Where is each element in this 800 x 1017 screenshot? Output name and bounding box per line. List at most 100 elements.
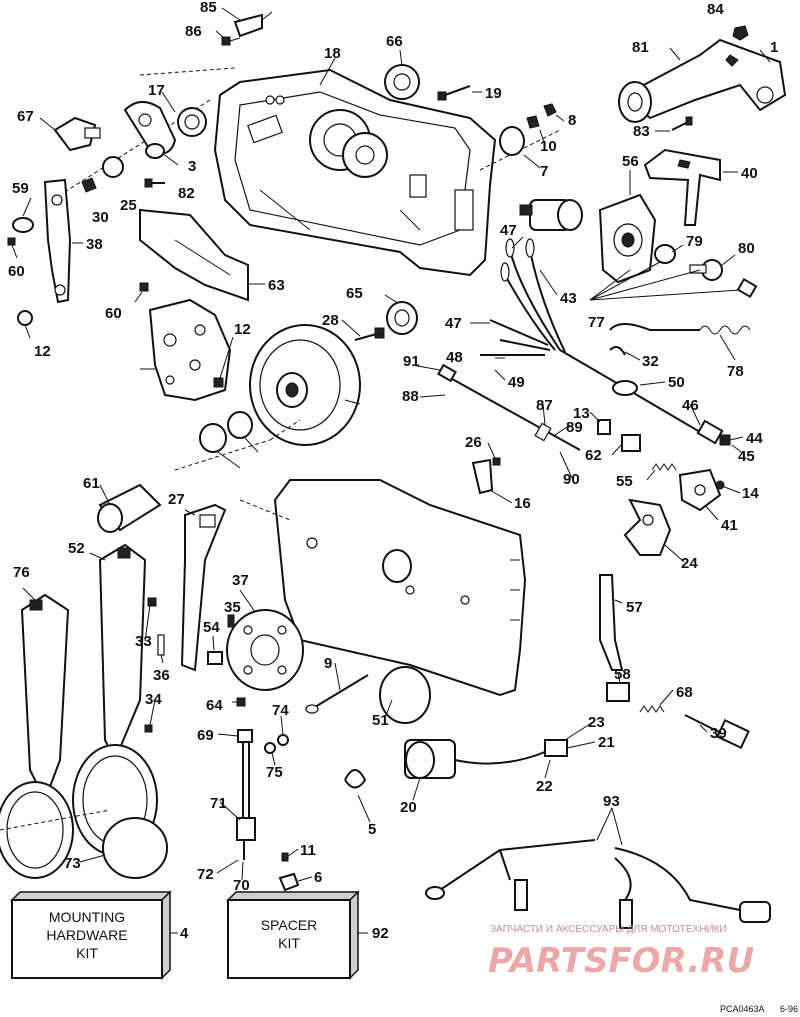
bracket-40: [643, 148, 721, 226]
screw-12a: [17, 310, 33, 326]
callout: 83: [633, 123, 650, 140]
callout: 28: [322, 312, 339, 329]
callout: 78: [727, 363, 744, 380]
nut-84: [732, 25, 749, 41]
callout: 66: [386, 33, 403, 50]
washer-25: [102, 156, 124, 178]
callout: 63: [268, 277, 285, 294]
sensor-39: [684, 714, 750, 749]
detent-62: [621, 434, 641, 452]
callout: 93: [603, 793, 620, 810]
mounting-label-line2: HARDWARE: [46, 927, 127, 943]
callout: 77: [588, 314, 605, 331]
callout: 23: [588, 714, 605, 731]
callout: 74: [272, 702, 289, 719]
control-housing-upper: [213, 68, 497, 277]
callout: 81: [632, 39, 649, 56]
callout: 19: [485, 85, 502, 102]
callout: 45: [738, 448, 755, 465]
callout: 90: [563, 471, 580, 488]
callout: 64: [206, 697, 223, 714]
spring-36: [157, 634, 165, 656]
callout: 32: [642, 353, 659, 370]
screw-86: [221, 36, 241, 46]
cam-67: [53, 116, 101, 152]
switch-20: [404, 739, 568, 779]
callout: 11: [300, 842, 316, 859]
callout: 41: [721, 517, 738, 534]
callout: 72: [197, 866, 214, 883]
callout: 54: [203, 619, 220, 636]
callout: 10: [540, 138, 557, 155]
spacer-label-line1: SPACER: [261, 917, 318, 933]
callout: 34: [145, 691, 162, 708]
callout: 79: [686, 233, 703, 250]
lever-24: [623, 498, 672, 556]
callout: 84: [707, 1, 724, 18]
washer-15: [199, 423, 227, 453]
callout: 33: [135, 633, 152, 650]
callout: 26: [465, 434, 482, 451]
callout: 57: [626, 599, 643, 616]
callout: 30: [92, 209, 109, 226]
bracket-41: [678, 468, 725, 512]
bushing-65: [386, 301, 418, 335]
bolt-9: [305, 674, 369, 714]
clip-32: [609, 345, 626, 356]
watermark: ЗАПЧАСТИ И АКСЕССУАРЫ ДЛЯ МОТОТЕХНИКИ PA…: [488, 924, 754, 981]
nut-8: [543, 103, 557, 117]
callout: 36: [153, 667, 170, 684]
push-rod-88: [437, 363, 581, 451]
callout: 56: [622, 153, 639, 170]
callout: 62: [585, 447, 602, 464]
callout: 47: [445, 315, 462, 332]
clamp-5: [344, 769, 367, 789]
battery-cables-93: [425, 839, 771, 929]
screw-33: [147, 597, 157, 607]
screw-82: [144, 178, 165, 188]
lever-81: [618, 38, 787, 123]
callout: 58: [614, 666, 631, 683]
nut-74: [277, 734, 289, 746]
callout: 37: [232, 572, 249, 589]
callout: 43: [560, 290, 577, 307]
callout: 75: [266, 764, 283, 781]
washer-59: [12, 217, 34, 233]
callout-spacer-kit: 92: [372, 925, 389, 942]
screw-60b: [139, 282, 149, 292]
callout: 76: [13, 564, 30, 581]
plate-63: [139, 208, 249, 302]
callout: 39: [710, 725, 727, 742]
callout: 20: [400, 799, 417, 816]
cam-plate-17: [123, 101, 207, 155]
callout: 67: [17, 108, 34, 125]
callout: 44: [746, 430, 763, 447]
screw-60a: [7, 237, 16, 246]
spacer-label-line2: KIT: [278, 935, 300, 951]
wire-harness: [480, 238, 621, 386]
figure-date: 6-96: [780, 1004, 798, 1014]
washer-3: [145, 143, 165, 159]
callout: 60: [105, 305, 122, 322]
mounting-hardware-kit-box: MOUNTING HARDWARE KIT 4: [10, 890, 189, 980]
bracket-16: [471, 458, 494, 495]
lever-38: [43, 178, 72, 304]
callout: 12: [234, 321, 251, 338]
callout: 40: [741, 165, 758, 182]
callout: 35: [224, 599, 241, 616]
lever-27: [180, 503, 227, 672]
screw-12b: [213, 377, 224, 388]
callout: 86: [185, 23, 202, 40]
callout: 5: [368, 821, 376, 838]
control-housing-lower: [273, 479, 527, 697]
bushing-58: [606, 682, 630, 702]
callout: 82: [178, 185, 195, 202]
bracket-85: [233, 11, 273, 38]
callout: 59: [12, 180, 29, 197]
key-80: [689, 259, 723, 281]
washer-75: [264, 742, 276, 754]
callout: 51: [372, 712, 389, 729]
pin-35: [227, 614, 235, 628]
nut-30: [81, 177, 97, 193]
callout: 16: [514, 495, 531, 512]
